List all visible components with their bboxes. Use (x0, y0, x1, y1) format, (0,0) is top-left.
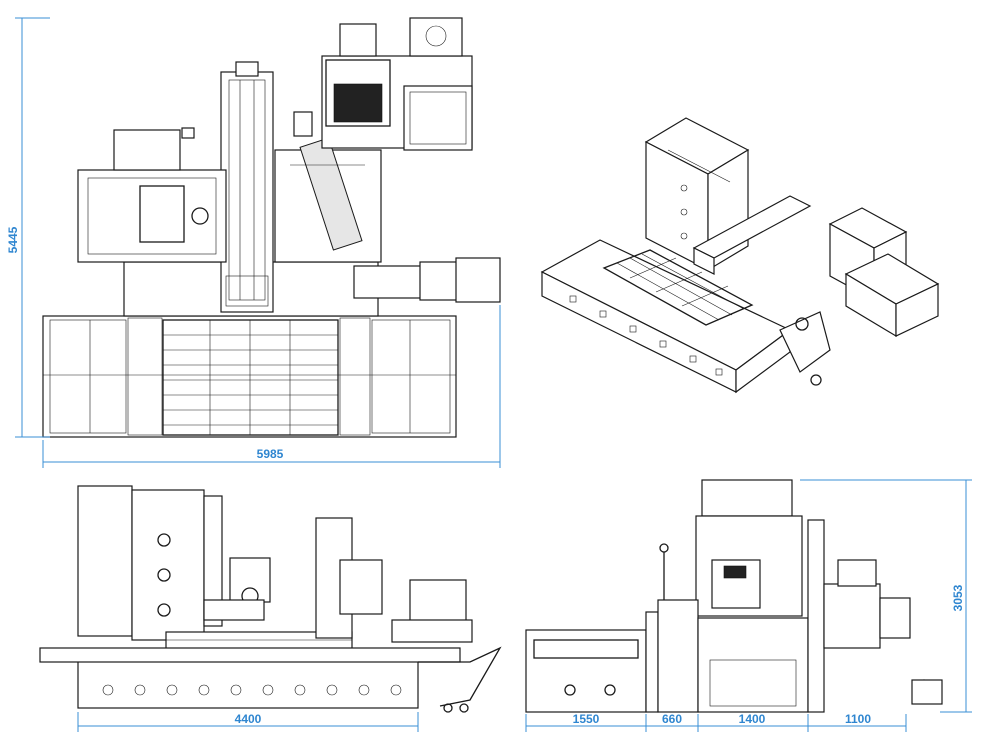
top-view: 5445 5985 (6, 17, 501, 468)
dim-side-seg-1: 1550 (573, 712, 600, 726)
front-view: 4400 (39, 485, 502, 732)
dim-front-length: 4400 (235, 712, 262, 726)
dim-side-height: 3053 (951, 584, 965, 611)
dim-side-seg-3: 1400 (739, 712, 766, 726)
side-view: 3053 1550 660 1400 1100 (525, 479, 972, 732)
dim-side-seg-4: 1100 (845, 712, 871, 726)
dim-side-seg-2: 660 (662, 712, 682, 726)
dim-top-height: 5445 (6, 226, 20, 253)
isometric-view (540, 117, 940, 394)
dim-top-width: 5985 (257, 447, 284, 461)
